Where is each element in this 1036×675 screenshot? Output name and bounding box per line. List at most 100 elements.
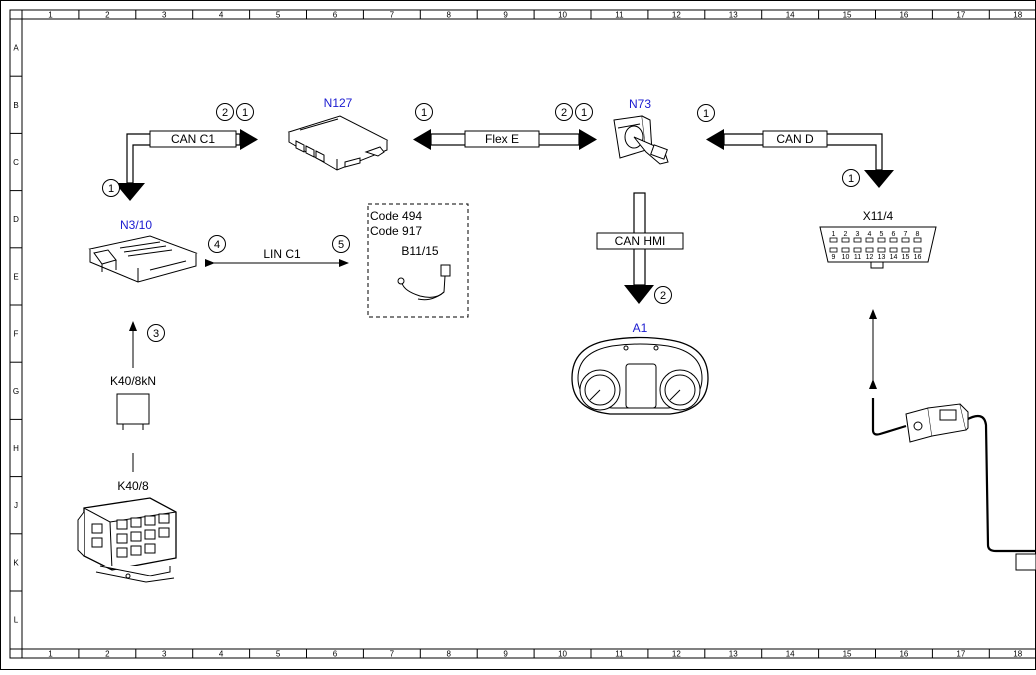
k40-8-fuse-relay-box: [78, 498, 176, 582]
callout: 2: [655, 287, 672, 304]
column-number: 5: [276, 11, 281, 20]
callout: 4: [209, 236, 226, 253]
can-d-arrow-left: [706, 129, 724, 150]
column-number: 10: [558, 11, 567, 20]
svg-text:5: 5: [338, 239, 344, 251]
obd-pin: [914, 248, 921, 252]
can-hmi-label: CAN HMI: [615, 234, 666, 248]
row-letter: G: [13, 387, 19, 396]
obd-pin: [866, 238, 873, 242]
column-number: 14: [786, 11, 795, 20]
callout: 2: [217, 104, 234, 121]
column-number: 15: [843, 11, 852, 20]
k40-8kn-label: K40/8kN: [110, 374, 156, 388]
obd-pin: [842, 248, 849, 252]
svg-text:1: 1: [421, 107, 427, 119]
obd-pin: [902, 248, 909, 252]
obd-pin-number: 7: [904, 231, 908, 238]
svg-text:1: 1: [242, 107, 248, 119]
svg-text:2: 2: [561, 107, 567, 119]
row-letter: D: [13, 215, 19, 224]
obd-pin-number: 14: [890, 254, 898, 261]
can-c1-label: CAN C1: [171, 132, 215, 146]
can-c1-arrow-right: [240, 129, 258, 150]
column-number: 11: [615, 11, 624, 20]
callout: 5: [333, 236, 350, 253]
callout: 1: [843, 170, 860, 187]
column-number: 15: [843, 650, 852, 659]
b11-15-label: B11/15: [401, 244, 438, 258]
svg-text:1: 1: [581, 107, 587, 119]
obd-pin-number: 13: [878, 254, 886, 261]
obd-pin-number: 16: [914, 254, 922, 261]
column-number: 18: [1013, 11, 1022, 20]
obd-pin-number: 8: [916, 231, 920, 238]
column-number: 18: [1013, 650, 1022, 659]
row-letter: A: [13, 44, 19, 53]
obd-pin: [842, 238, 849, 242]
can-hmi-bus: CAN HMI: [597, 193, 683, 304]
callout: 3: [148, 325, 165, 342]
column-number: 3: [162, 11, 167, 20]
callout: 1: [237, 104, 254, 121]
row-letter: L: [14, 616, 19, 625]
callout: 1: [416, 104, 433, 121]
k40-8kn-relay: [117, 394, 149, 430]
code-917: Code 917: [370, 224, 422, 238]
obd-pin: [878, 238, 885, 242]
row-letter: E: [13, 272, 18, 281]
callout: 2: [556, 104, 573, 121]
n73-label: N73: [629, 97, 651, 111]
row-letter: C: [13, 158, 19, 167]
obd-pin-number: 3: [856, 231, 860, 238]
obd-pin: [914, 238, 921, 242]
obd-pin-number: 9: [832, 254, 836, 261]
column-number: 13: [729, 11, 738, 20]
column-number: 2: [105, 650, 110, 659]
obd-pin-number: 15: [902, 254, 910, 261]
column-number: 10: [558, 650, 567, 659]
n73-ignition-switch: [614, 116, 668, 164]
can-d-bus: CAN D: [706, 129, 894, 188]
callout: 1: [103, 180, 120, 197]
option-code-box: Code 494 Code 917: [368, 204, 468, 317]
can-d-label: CAN D: [776, 132, 814, 146]
lin-c1-label: LIN C1: [263, 247, 301, 261]
obd-pin: [830, 238, 837, 242]
diagnostic-plug: [906, 404, 1036, 570]
obd-pin: [830, 248, 837, 252]
column-number: 8: [447, 650, 452, 659]
column-number: 13: [729, 650, 738, 659]
svg-text:1: 1: [848, 173, 854, 185]
column-number: 17: [956, 11, 965, 20]
column-number: 1: [48, 11, 53, 20]
column-number: 6: [333, 650, 338, 659]
column-number: 8: [447, 11, 452, 20]
column-number: 14: [786, 650, 795, 659]
svg-text:1: 1: [703, 108, 709, 120]
obd-pin: [878, 248, 885, 252]
n3-10-engine-control-unit: [90, 236, 196, 282]
svg-text:3: 3: [153, 328, 159, 340]
obd-pin-number: 2: [844, 231, 848, 238]
column-number: 2: [105, 11, 110, 20]
k40-8-label: K40/8: [117, 479, 149, 493]
obd-pin-number: 12: [866, 254, 874, 261]
flex-e-arrow-left: [413, 129, 431, 150]
flex-e-arrow-right: [579, 129, 597, 150]
obd-pin-number: 5: [880, 231, 884, 238]
row-letter: J: [14, 501, 18, 510]
n127-control-unit: [289, 116, 387, 170]
lin-c1-bus: LIN C1: [214, 247, 348, 263]
column-number: 12: [672, 650, 681, 659]
column-number: 17: [956, 650, 965, 659]
can-hmi-arrow-down: [624, 285, 654, 304]
callout: 1: [576, 104, 593, 121]
column-number: 4: [219, 650, 224, 659]
column-number: 12: [672, 11, 681, 20]
flex-e-label: Flex E: [485, 132, 519, 146]
column-number: 9: [503, 650, 508, 659]
